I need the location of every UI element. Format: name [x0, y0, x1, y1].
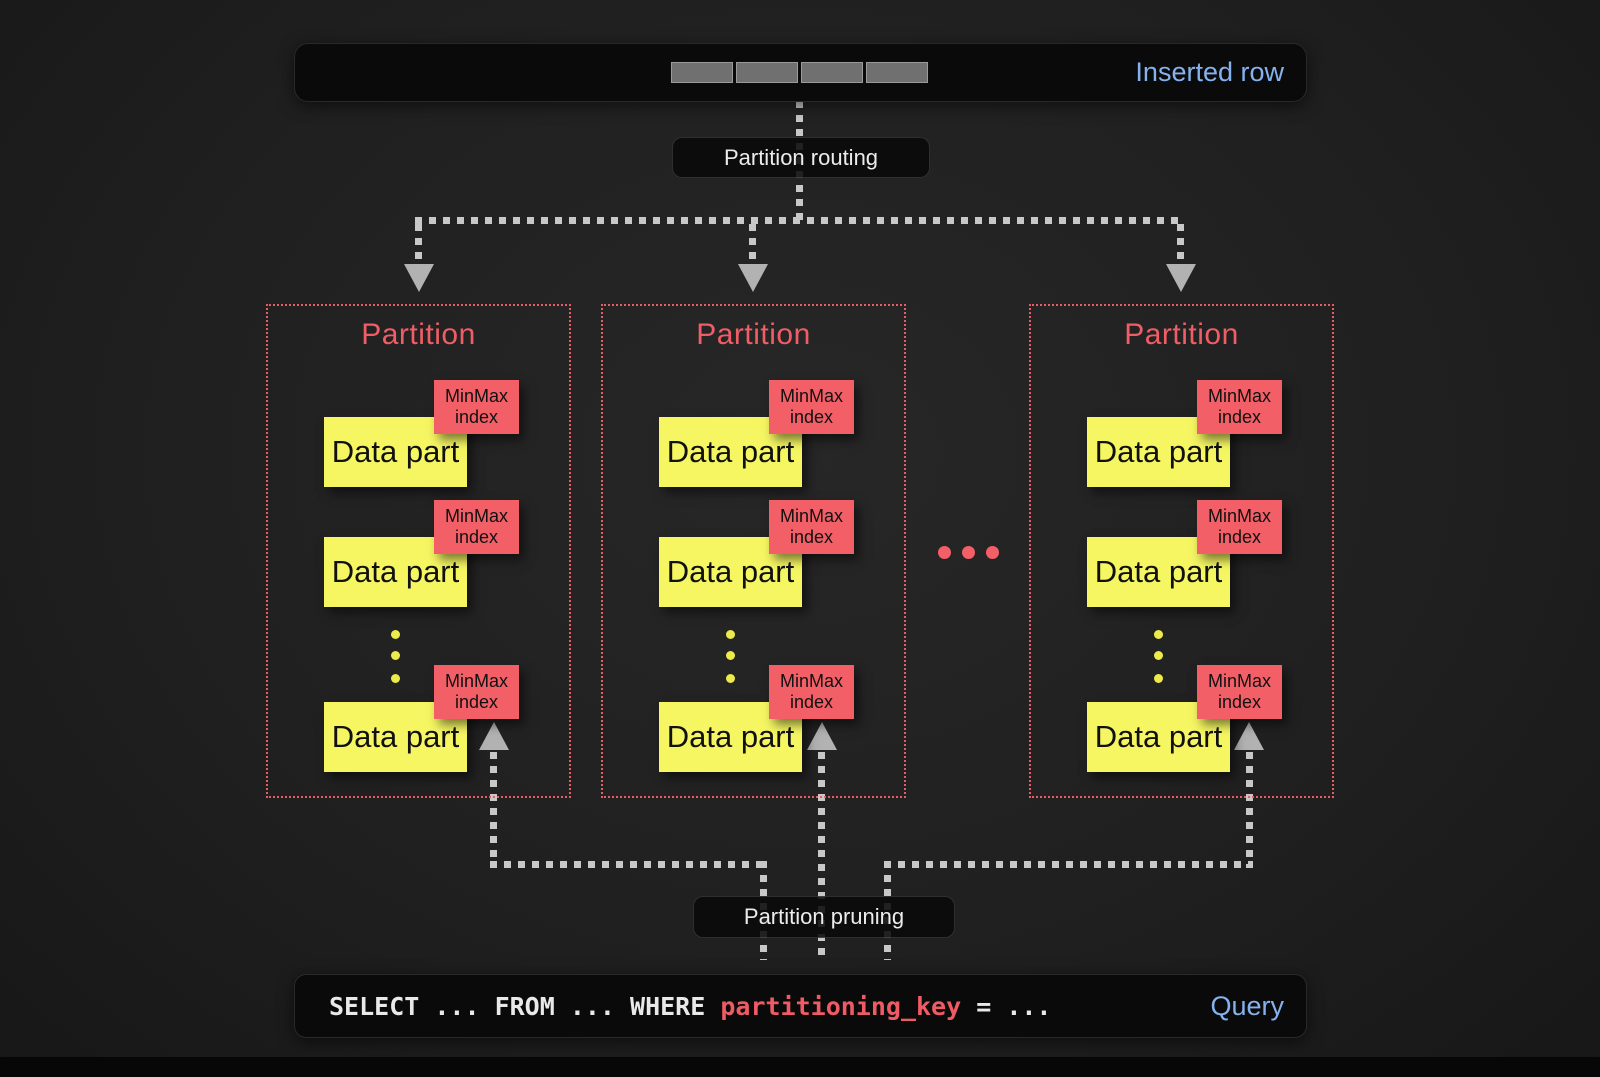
routing-drop-right [1177, 224, 1184, 266]
sql-text: SELECT ... FROM ... WHERE partitioning_k… [329, 992, 1051, 1021]
arrow-up-icon [1234, 722, 1264, 750]
sql-prefix: SELECT ... FROM ... WHERE [329, 991, 721, 1021]
ellipsis-dot [938, 546, 951, 559]
arrow-down-icon [738, 264, 768, 292]
sql-suffix: = ... [961, 991, 1052, 1021]
arrow-down-icon [404, 264, 434, 292]
inserted-row-bar: Inserted row [294, 43, 1307, 102]
pruning-line-left-up [490, 752, 497, 868]
partition-title: Partition [361, 318, 476, 351]
row-segment [736, 62, 798, 83]
row-segment [801, 62, 863, 83]
more-parts-dot [391, 674, 400, 683]
row-segments [671, 62, 928, 83]
partition-box-3: Partition MinMax index Data part MinMax … [1029, 304, 1334, 798]
minmax-index-tag: MinMax index [769, 665, 854, 719]
partition-title: Partition [696, 318, 811, 351]
data-part-box: Data part [1087, 417, 1230, 487]
minmax-index-tag: MinMax index [1197, 500, 1282, 554]
sql-partitioning-key: partitioning_key [720, 991, 962, 1021]
partition-box-1: Partition MinMax index Data part MinMax … [266, 304, 571, 798]
pruning-line-left-h [490, 861, 767, 868]
minmax-index-tag: MinMax index [434, 380, 519, 434]
query-bar: SELECT ... FROM ... WHERE partitioning_k… [294, 974, 1307, 1038]
partition-pruning-pill: Partition pruning [693, 896, 955, 938]
partition-routing-label: Partition routing [723, 144, 879, 170]
ellipsis-dot [986, 546, 999, 559]
bottom-strip [0, 1057, 1600, 1077]
pruning-line-right-h [884, 861, 1253, 868]
ellipsis-dot [962, 546, 975, 559]
minmax-index-tag: MinMax index [434, 500, 519, 554]
pruning-line-center [818, 752, 825, 960]
row-segment [671, 62, 733, 83]
more-parts-dot [1154, 630, 1163, 639]
more-parts-dot [1154, 674, 1163, 683]
arrow-down-icon [1166, 264, 1196, 292]
more-parts-dot [1154, 651, 1163, 660]
more-parts-dot [391, 630, 400, 639]
partition-routing-pill: Partition routing [672, 137, 930, 178]
minmax-index-tag: MinMax index [434, 665, 519, 719]
minmax-index-tag: MinMax index [1197, 380, 1282, 434]
inserted-row-label: Inserted row [1135, 57, 1284, 87]
routing-drop-left [415, 224, 422, 266]
minmax-index-tag: MinMax index [1197, 665, 1282, 719]
partition-ellipsis [938, 546, 1004, 560]
partition-title: Partition [1124, 318, 1239, 351]
more-parts-dot [726, 674, 735, 683]
routing-drop-center [749, 224, 756, 266]
arrow-up-icon [479, 722, 509, 750]
row-segment [866, 62, 928, 83]
more-parts-dot [726, 651, 735, 660]
partition-pruning-label: Partition pruning [743, 904, 905, 929]
routing-branch-line [415, 217, 1185, 224]
minmax-index-tag: MinMax index [769, 380, 854, 434]
arrow-up-icon [807, 722, 837, 750]
more-parts-dot [726, 630, 735, 639]
query-label: Query [1210, 990, 1284, 1021]
more-parts-dot [391, 651, 400, 660]
minmax-index-tag: MinMax index [769, 500, 854, 554]
partition-box-2: Partition MinMax index Data part MinMax … [601, 304, 906, 798]
data-part-box: Data part [324, 702, 467, 772]
pruning-line-right-up [1246, 752, 1253, 868]
